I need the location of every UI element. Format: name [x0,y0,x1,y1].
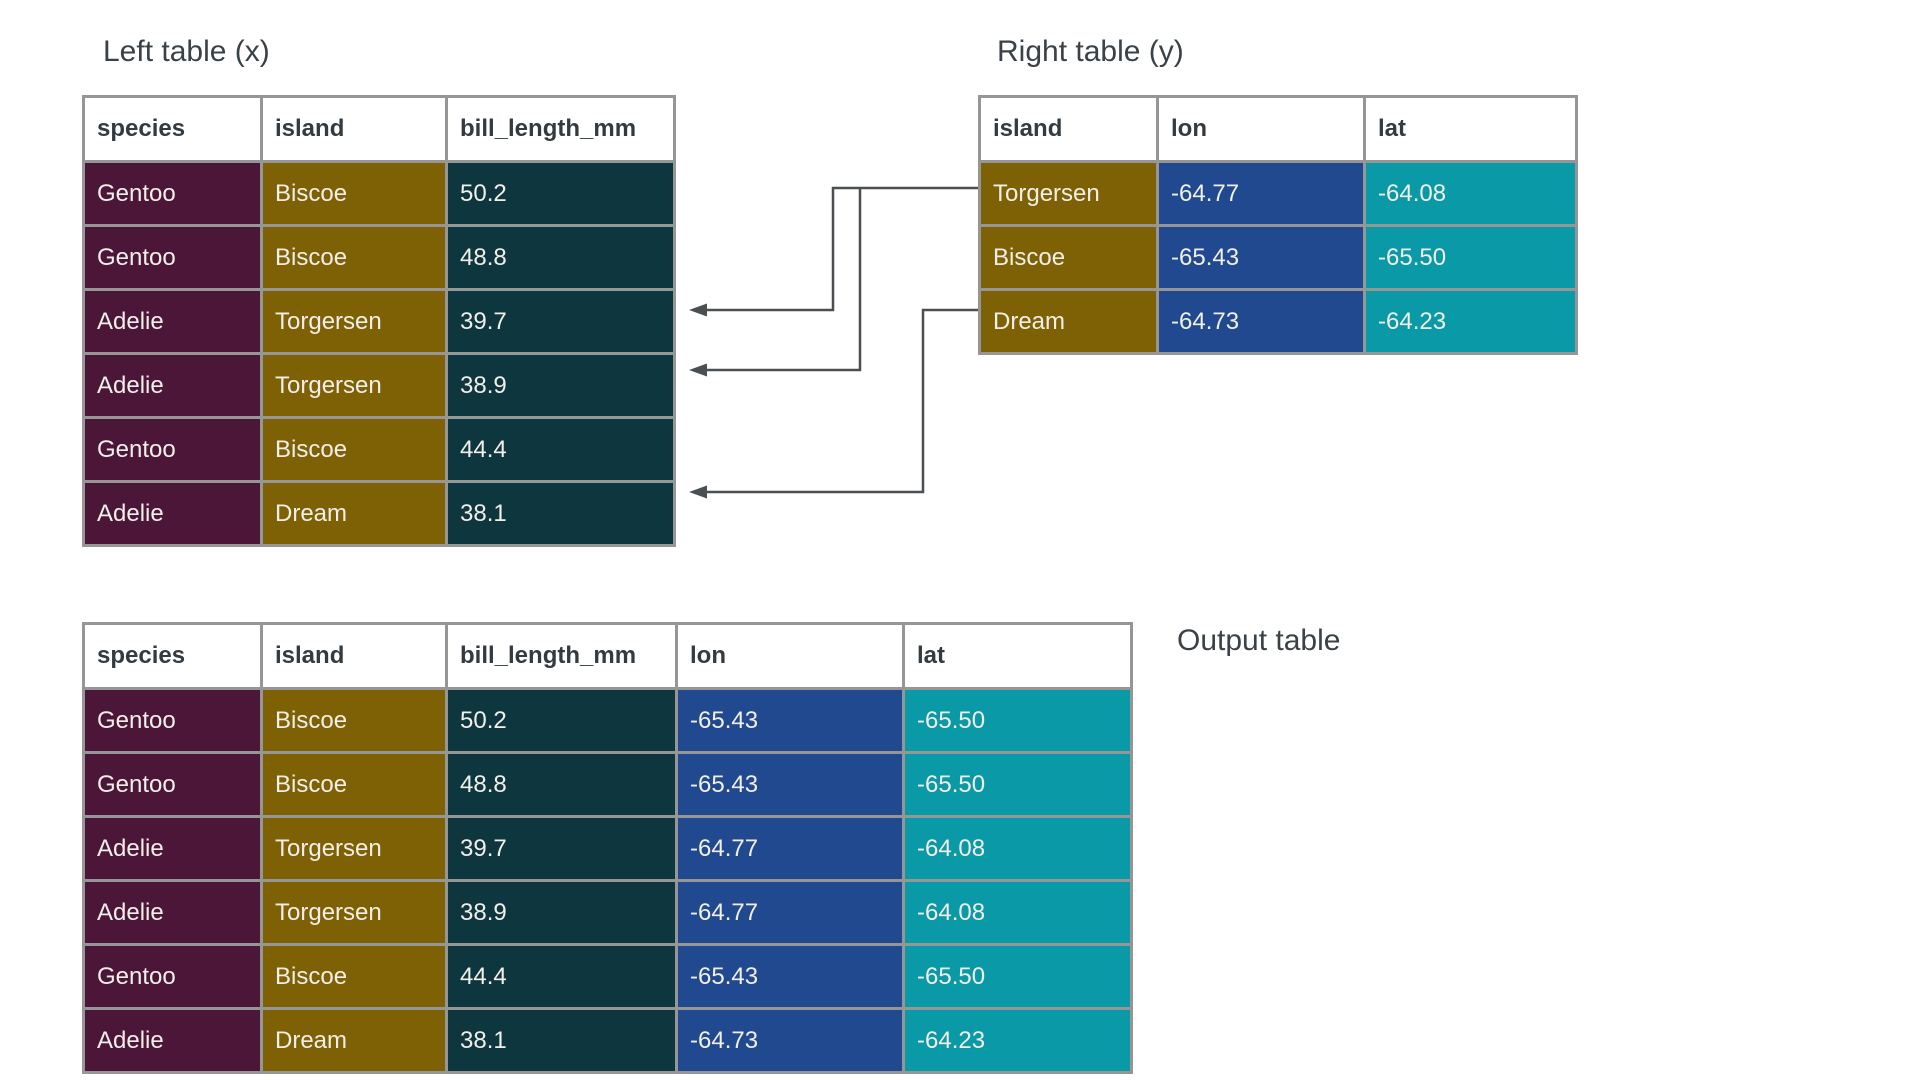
cell-island: Torgersen [260,815,448,882]
column-header-lon: lon [675,622,905,690]
cell-lon: -65.43 [1156,224,1366,291]
cell-species: Gentoo [82,751,263,818]
column-header-island: island [978,95,1159,163]
cell-lon: -65.43 [675,687,905,754]
cell-lon: -65.43 [675,943,905,1010]
cell-bill_length_mm: 48.8 [445,751,678,818]
table-row: Biscoe-65.43-65.50 [978,224,1578,291]
cell-species: Adelie [82,879,263,946]
cell-island: Torgersen [260,352,448,419]
cell-species: Adelie [82,815,263,882]
cell-bill_length_mm: 50.2 [445,160,676,227]
cell-lon: -64.77 [675,879,905,946]
cell-species: Adelie [82,352,263,419]
cell-bill_length_mm: 50.2 [445,687,678,754]
column-header-bill_length_mm: bill_length_mm [445,622,678,690]
cell-lat: -64.08 [1363,160,1578,227]
column-header-island: island [260,622,448,690]
output-table-title: Output table [1177,624,1341,657]
cell-lon: -64.73 [675,1007,905,1074]
cell-island: Torgersen [978,160,1159,227]
cell-lon: -65.43 [675,751,905,818]
cell-bill_length_mm: 38.9 [445,352,676,419]
left-table-title: Left table (x) [103,35,270,68]
cell-bill_length_mm: 48.8 [445,224,676,291]
cell-lat: -65.50 [902,751,1133,818]
cell-island: Biscoe [260,751,448,818]
cell-island: Biscoe [978,224,1159,291]
cell-species: Gentoo [82,416,263,483]
cell-bill_length_mm: 39.7 [445,288,676,355]
cell-bill_length_mm: 44.4 [445,416,676,483]
cell-species: Gentoo [82,687,263,754]
cell-lat: -65.50 [902,943,1133,1010]
cell-bill_length_mm: 38.1 [445,1007,678,1074]
cell-lat: -64.23 [1363,288,1578,355]
cell-species: Adelie [82,480,263,547]
table-row: Torgersen-64.77-64.08 [978,160,1578,227]
cell-lon: -64.73 [1156,288,1366,355]
arrow-dream-to-left-row6 [689,308,978,499]
cell-island: Biscoe [260,224,448,291]
cell-island: Torgersen [260,879,448,946]
table-row: Dream-64.73-64.23 [978,288,1578,355]
cell-island: Biscoe [260,416,448,483]
cell-island: Biscoe [260,943,448,1010]
cell-lat: -64.08 [902,815,1133,882]
column-header-island: island [260,95,448,163]
cell-island: Dream [978,288,1159,355]
cell-island: Dream [260,1007,448,1074]
cell-island: Biscoe [260,160,448,227]
cell-bill_length_mm: 38.9 [445,879,678,946]
cell-lat: -64.23 [902,1007,1133,1074]
cell-island: Biscoe [260,687,448,754]
column-header-lat: lat [1363,95,1578,163]
cell-lon: -64.77 [675,815,905,882]
cell-species: Gentoo [82,160,263,227]
cell-species: Adelie [82,1007,263,1074]
cell-species: Gentoo [82,943,263,1010]
cell-species: Adelie [82,288,263,355]
cell-island: Dream [260,480,448,547]
cell-island: Torgersen [260,288,448,355]
cell-bill_length_mm: 39.7 [445,815,678,882]
arrow-torgersen-to-left-row4 [689,188,862,377]
column-header-species: species [82,95,263,163]
column-header-bill_length_mm: bill_length_mm [445,95,676,163]
cell-lon: -64.77 [1156,160,1366,227]
cell-bill_length_mm: 38.1 [445,480,676,547]
cell-lat: -65.50 [1363,224,1578,291]
column-header-species: species [82,622,263,690]
column-header-lon: lon [1156,95,1366,163]
cell-lat: -65.50 [902,687,1133,754]
cell-lat: -64.08 [902,879,1133,946]
arrow-torgersen-to-left-row3 [689,186,978,317]
cell-species: Gentoo [82,224,263,291]
column-header-lat: lat [902,622,1133,690]
right-table-title: Right table (y) [997,35,1184,68]
cell-bill_length_mm: 44.4 [445,943,678,1010]
